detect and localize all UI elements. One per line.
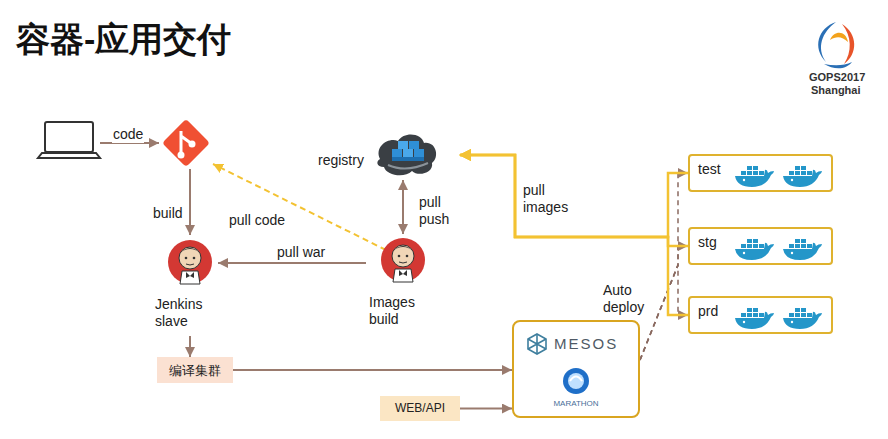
laptop-icon [38, 122, 100, 158]
build-arrow [189, 169, 191, 235]
connector-arrow [189, 336, 191, 357]
connector-arrow [460, 408, 512, 410]
environment-label: test [698, 161, 721, 178]
connector-arrow [233, 369, 512, 371]
edge-label: pull war [276, 244, 326, 261]
box-label: 编译集群 [169, 362, 221, 379]
logo-text: GOPS2017 [808, 71, 866, 84]
marathon-logo [561, 366, 591, 396]
slide-title: 容器-应用交付 [16, 18, 231, 60]
service-node: Jenkins slave [152, 236, 218, 336]
service-node: registry [318, 128, 460, 180]
platform-box: MESOS MARATHON [512, 320, 640, 418]
edge-label: pull images [522, 182, 574, 216]
jenkins-icon [166, 238, 214, 286]
environment-box: stg [688, 227, 833, 265]
connector-arrow [460, 155, 688, 246]
process-box: WEB/API [380, 396, 460, 421]
connector-arrow [640, 173, 688, 360]
environment-label: stg [698, 234, 717, 251]
product-name: MESOS [554, 335, 618, 352]
service-node: Images build [366, 234, 440, 334]
gops-logo [818, 22, 854, 68]
node-label: Images build [369, 294, 429, 328]
flow-label: build [152, 205, 184, 222]
node-label: Jenkins slave [155, 296, 215, 330]
environment-box: prd [688, 296, 833, 334]
docker-whale [781, 234, 825, 262]
jenkins-icon [379, 236, 427, 284]
mesos-logo [524, 332, 550, 356]
box-label: WEB/API [395, 400, 445, 417]
flow-label: pull code [228, 212, 286, 229]
git-icon [162, 119, 210, 167]
process-box: 编译集群 [157, 357, 233, 383]
environment-label: prd [698, 303, 718, 320]
connector-arrow [218, 262, 366, 264]
flow-label: code [112, 126, 144, 143]
connector-arrow [460, 155, 688, 237]
product-name: MARATHON [514, 399, 638, 409]
docker-whale [781, 161, 825, 189]
connector-arrow [460, 155, 688, 315]
edge-label: pull push [418, 194, 460, 228]
docker-whale [733, 303, 777, 331]
environment-box: test [688, 154, 833, 192]
logo-text: Shanghai [810, 84, 862, 97]
edge-label: Auto deploy [602, 282, 650, 316]
registry-icon [374, 129, 440, 179]
docker-whale [733, 161, 777, 189]
pull-code-arrow [213, 164, 386, 250]
docker-whale [733, 234, 777, 262]
connector-arrow [402, 180, 404, 234]
docker-whale [781, 303, 825, 331]
node-label: registry [318, 152, 364, 169]
